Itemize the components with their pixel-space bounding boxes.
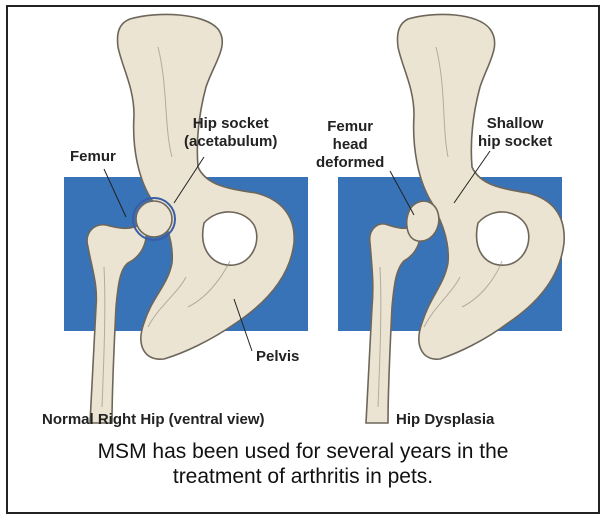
figure-frame: Femur Hip socket (acetabulum) Pelvis Fem…: [6, 5, 600, 514]
dysplasia-deformed-femoral-head: [407, 201, 439, 241]
normal-femoral-head: [136, 201, 172, 237]
label-hip-socket-line1: Hip socket: [184, 115, 277, 133]
hip-illustration: [8, 7, 598, 437]
normal-obturator-foramen: [203, 212, 257, 265]
footer-text: MSM has been used for several years in t…: [8, 439, 598, 489]
label-shallow-line1: Shallow: [478, 115, 552, 133]
footer-line1: MSM has been used for several years in t…: [8, 439, 598, 464]
label-hip-socket-line2: (acetabulum): [184, 133, 277, 151]
label-femur: Femur: [70, 148, 116, 166]
label-femur-head-line2: head: [316, 136, 384, 154]
footer-line2: treatment of arthritis in pets.: [8, 464, 598, 489]
label-hip-socket: Hip socket (acetabulum): [184, 115, 277, 151]
label-shallow-hip-socket: Shallow hip socket: [478, 115, 552, 151]
label-femur-head-deformed: Femur head deformed: [316, 118, 384, 172]
label-femur-head-line1: Femur: [316, 118, 384, 136]
label-pelvis: Pelvis: [256, 348, 299, 366]
caption-hip-dysplasia: Hip Dysplasia: [396, 411, 494, 428]
dysplasia-hip-drawing: [338, 14, 564, 423]
label-femur-head-line3: deformed: [316, 154, 384, 172]
caption-normal-hip: Normal Right Hip (ventral view): [42, 411, 265, 428]
dysplasia-obturator-foramen: [477, 212, 529, 265]
label-shallow-line2: hip socket: [478, 133, 552, 151]
